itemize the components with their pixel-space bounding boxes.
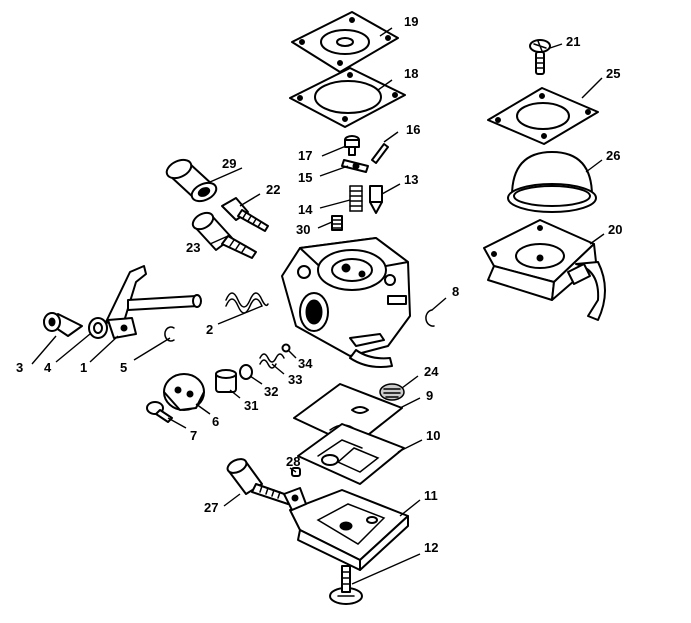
callout-15: 15 [298, 170, 312, 185]
callout-12: 12 [424, 540, 438, 555]
part-22-adjusting-screw [221, 197, 269, 232]
callout-19: 19 [404, 14, 418, 29]
callout-17: 17 [298, 148, 312, 163]
part-1-throttle-shaft [105, 265, 202, 339]
callout-22: 22 [266, 182, 280, 197]
part-4-washer [88, 317, 108, 339]
part-8-clip [425, 309, 435, 327]
callout-14: 14 [298, 202, 313, 217]
part-21-screw [529, 39, 551, 75]
part-7-screw [146, 401, 173, 423]
part-24-filter-screen [379, 383, 405, 401]
part-17-screw [344, 135, 360, 156]
part-2-spring [225, 292, 269, 314]
part-33-spring [259, 353, 285, 369]
part-23-adjusting-screw [191, 211, 257, 259]
part-25-gasket-plate [487, 87, 599, 145]
part-6-cover-plate [163, 373, 205, 411]
callout-1: 1 [80, 360, 87, 375]
part-3-nut [43, 312, 83, 337]
callout-34: 34 [298, 356, 313, 371]
part-27-fitting [226, 458, 291, 505]
part-32-o-ring [239, 364, 253, 380]
callout-20: 20 [608, 222, 622, 237]
part-19-diaphragm [291, 11, 399, 73]
part-26-primer-bulb [507, 151, 597, 213]
callout-labels: 19 18 16 17 15 13 14 30 29 22 23 2 3 4 1… [16, 14, 622, 555]
callout-9: 9 [426, 388, 433, 403]
part-14-spring [349, 185, 363, 212]
callout-16: 16 [406, 122, 420, 137]
callout-8: 8 [452, 284, 459, 299]
callout-30: 30 [296, 222, 310, 237]
callout-3: 3 [16, 360, 23, 375]
callout-29: 29 [222, 156, 236, 171]
callout-5: 5 [120, 360, 127, 375]
part-5-clip [164, 326, 175, 342]
part-11-pump-cover [283, 487, 409, 571]
part-30-spring [331, 215, 343, 231]
callout-18: 18 [404, 66, 418, 81]
callout-10: 10 [426, 428, 440, 443]
callout-27: 27 [204, 500, 218, 515]
part-16-pin [371, 143, 389, 164]
callout-25: 25 [606, 66, 620, 81]
callout-4: 4 [44, 360, 52, 375]
part-15-lever [341, 159, 369, 173]
callout-13: 13 [404, 172, 418, 187]
callout-28: 28 [286, 454, 300, 469]
part-10-gasket [297, 423, 405, 485]
callout-23: 23 [186, 240, 200, 255]
callout-32: 32 [264, 384, 278, 399]
callout-6: 6 [212, 414, 219, 429]
part-12-screw [329, 565, 363, 605]
callout-2: 2 [206, 322, 213, 337]
part-13-needle-valve [369, 185, 383, 214]
part-18-gasket [289, 67, 406, 128]
part-20-primer-housing [483, 219, 606, 321]
part-34-o-ring [281, 343, 291, 353]
carburetor-body [281, 237, 411, 368]
callout-11: 11 [424, 488, 438, 503]
part-31-plug [215, 369, 237, 393]
callout-7: 7 [190, 428, 197, 443]
leader-lines [31, 27, 605, 585]
callout-21: 21 [566, 34, 580, 49]
callout-24: 24 [424, 364, 439, 379]
part-29-cap [165, 158, 218, 203]
callout-26: 26 [606, 148, 620, 163]
callout-33: 33 [288, 372, 302, 387]
callout-31: 31 [244, 398, 258, 413]
